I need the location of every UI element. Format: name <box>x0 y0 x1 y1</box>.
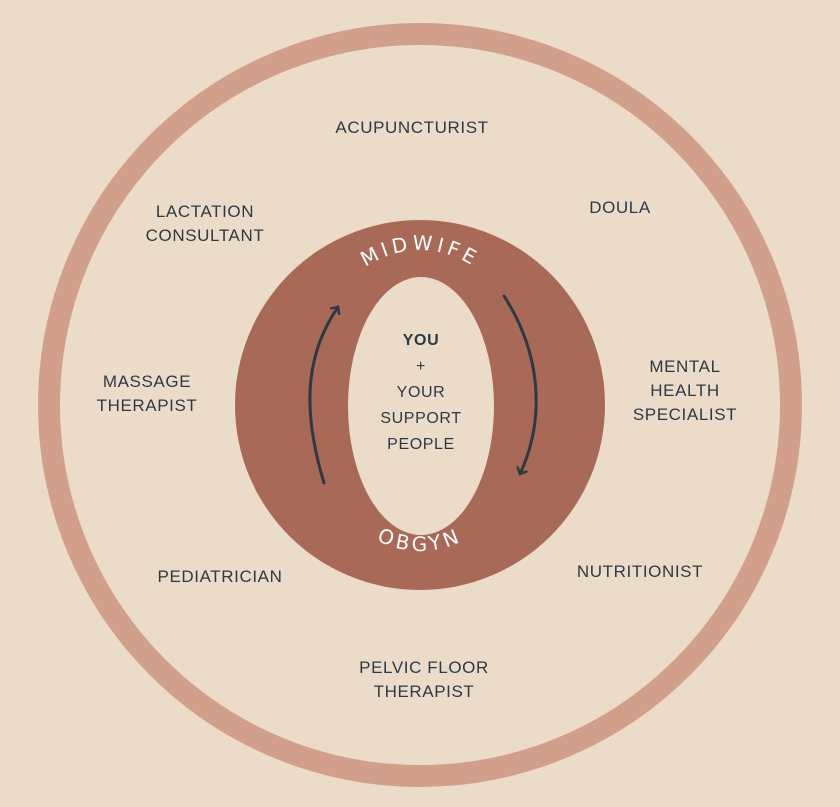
role-mental-health-line1: MENTAL <box>649 357 721 376</box>
role-mental-health-line2: HEALTH <box>650 381 720 400</box>
role-pediatrician: PEDIATRICIAN <box>158 565 283 589</box>
center-support: SUPPORT <box>380 410 462 427</box>
center-plus: + <box>416 358 426 375</box>
role-mental-health-line3: SPECIALIST <box>632 405 738 424</box>
role-nutritionist: NUTRITIONIST <box>577 560 703 584</box>
center-you: YOU <box>402 332 440 349</box>
center-label: YOU + YOUR SUPPORT PEOPLE <box>380 328 461 458</box>
role-lactation-consultant: LACTATION CONSULTANT <box>146 200 265 248</box>
role-pelvic-floor-line2: THERAPIST <box>373 682 475 701</box>
curved-arrow-down-icon <box>502 294 538 476</box>
role-mental-health-specialist: MENTAL HEALTH SPECIALIST <box>633 355 737 427</box>
role-acupuncturist: ACUPUNCTURIST <box>335 116 488 140</box>
center-your: YOUR <box>396 384 446 401</box>
center-oval <box>348 277 494 535</box>
role-doula: DOULA <box>589 196 651 220</box>
center-people: PEOPLE <box>387 436 455 453</box>
role-acupuncturist-line1: ACUPUNCTURIST <box>335 118 489 137</box>
role-doula-line1: DOULA <box>589 198 651 217</box>
role-pediatrician-line1: PEDIATRICIAN <box>157 567 283 586</box>
role-lactation-line2: CONSULTANT <box>145 226 265 245</box>
outer-ring <box>38 23 802 787</box>
curved-arrow-up-icon <box>308 305 338 485</box>
role-nutritionist-line1: NUTRITIONIST <box>576 562 704 581</box>
role-pelvic-floor-line1: PELVIC FLOOR <box>359 658 489 677</box>
role-lactation-line1: LACTATION <box>155 202 255 221</box>
role-massage-therapist: MASSAGE THERAPIST <box>97 370 198 418</box>
role-massage-line2: THERAPIST <box>96 396 198 415</box>
role-massage-line1: MASSAGE <box>102 372 192 391</box>
role-pelvic-floor-therapist: PELVIC FLOOR THERAPIST <box>359 656 489 704</box>
